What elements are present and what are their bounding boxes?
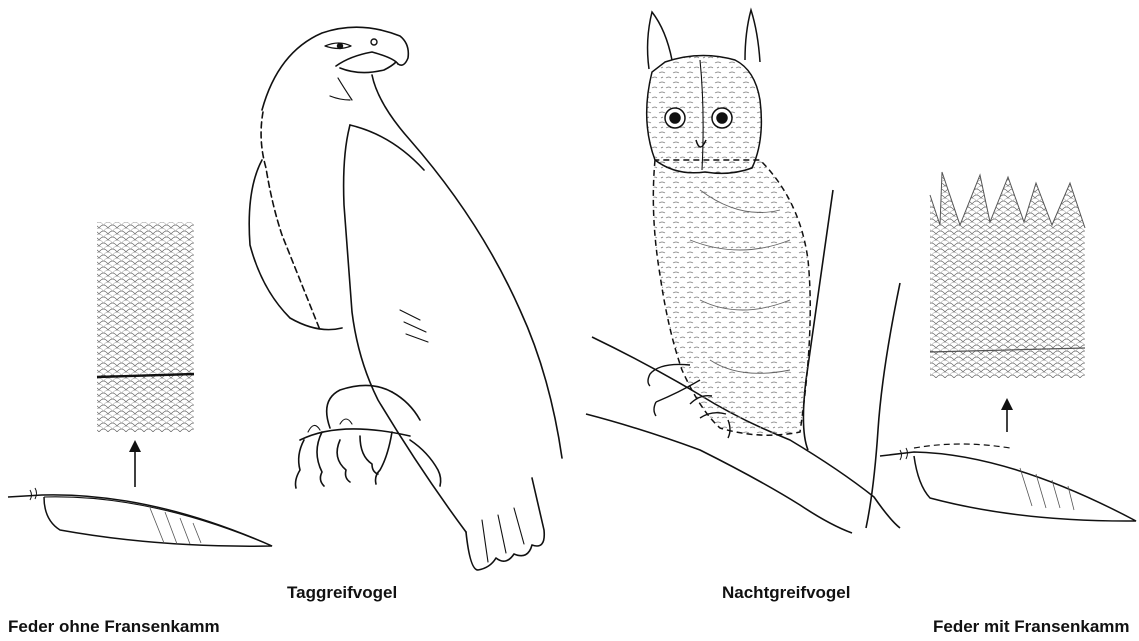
- caption-feather-without-comb: Feder ohne Fransenkamm: [8, 617, 220, 637]
- feather-outline-left: [8, 488, 272, 546]
- feather-without-comb-illustration: [8, 222, 272, 546]
- caption-nocturnal-raptor: Nachtgreifvogel: [722, 583, 850, 603]
- eagle-illustration: [249, 27, 562, 570]
- owl-body: [653, 160, 810, 435]
- owl-illustration: [586, 10, 900, 533]
- arrow-up-icon: [129, 440, 141, 487]
- feather-outline-right: [880, 444, 1136, 521]
- feather-detail-patch-plain: [97, 222, 194, 432]
- caption-diurnal-raptor: Taggreifvogel: [287, 583, 397, 603]
- caption-feather-with-comb: Feder mit Fransenkamm: [933, 617, 1130, 637]
- feather-with-comb-illustration: [880, 170, 1136, 521]
- arrow-up-icon: [1001, 398, 1013, 432]
- owl-head: [647, 10, 762, 173]
